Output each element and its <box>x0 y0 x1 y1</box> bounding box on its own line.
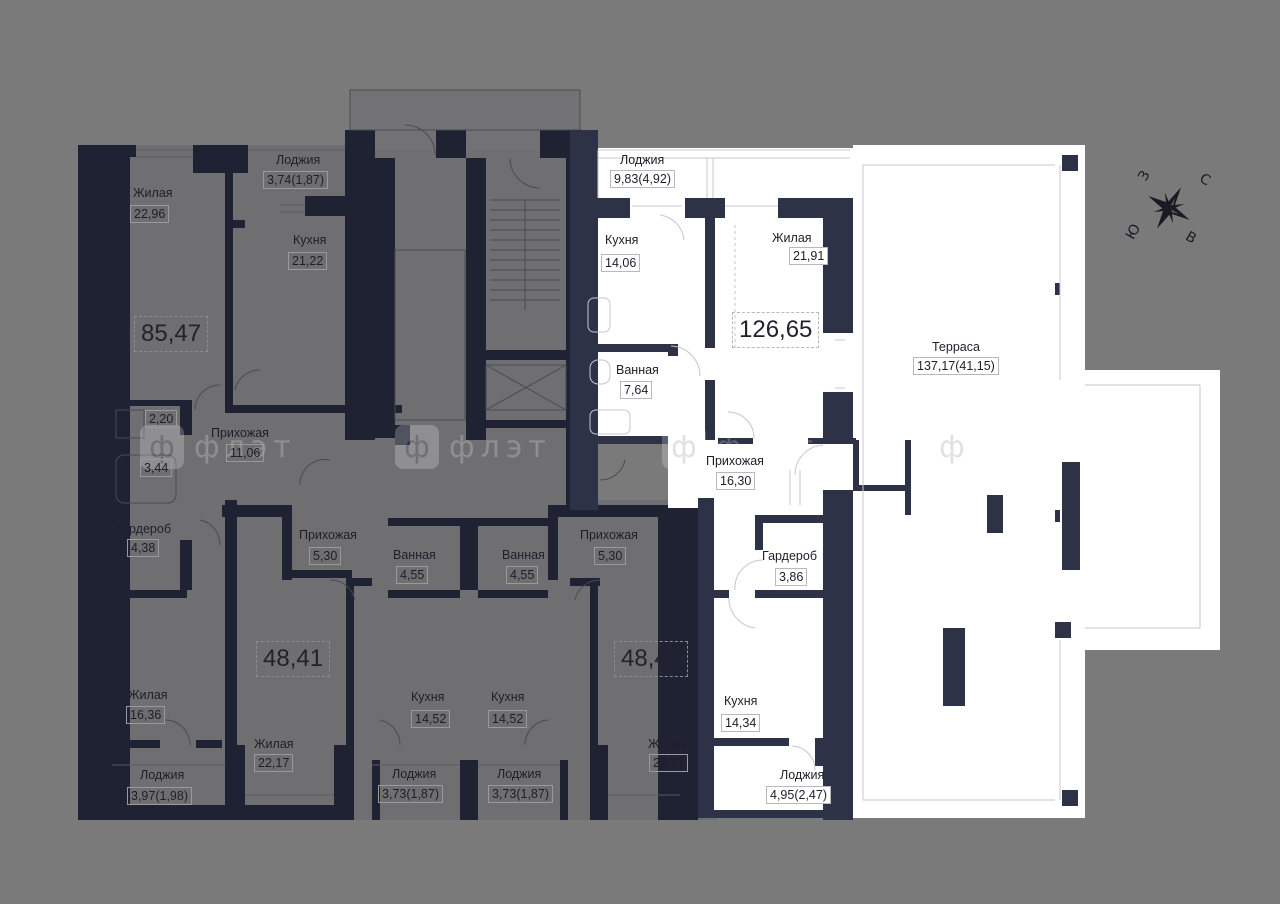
room-name: Ванная <box>393 548 436 562</box>
room-name: Жилая <box>254 737 294 751</box>
watermark-logo-icon: ф <box>930 425 974 469</box>
room-name: Кухня <box>491 690 525 704</box>
room-area: 3,86 <box>775 568 808 586</box>
room-area: 22,17 <box>649 754 689 772</box>
room-area: 16,30 <box>716 472 756 490</box>
stairwell-lines <box>115 89 626 746</box>
selected-apartment-details <box>587 149 1201 801</box>
loggia-rails <box>112 149 680 796</box>
room-area: 22,17 <box>254 754 294 772</box>
watermark-text: флэт <box>716 429 819 465</box>
room-area: 137,17(41,15) <box>913 357 999 375</box>
room-name: Жилая <box>772 231 812 245</box>
room-area: 14,34 <box>721 714 761 732</box>
room-area: 3,44 <box>140 459 173 477</box>
room-name: Лоджия <box>392 767 437 781</box>
watermark: ф флэт <box>662 425 819 469</box>
room-area: 5,30 <box>309 547 342 565</box>
room-area: 14,52 <box>411 710 451 728</box>
watermark-text: флэт <box>194 429 297 465</box>
room-area: 7,64 <box>620 381 653 399</box>
watermark-logo-icon: ф <box>140 425 184 469</box>
room-area: 4,55 <box>506 566 539 584</box>
room-area: 14,52 <box>488 710 528 728</box>
room-name: Жилая <box>128 688 168 702</box>
room-area: 3,74(1,87) <box>263 171 328 189</box>
room-name: Кухня <box>724 694 758 708</box>
room-area: 11,06 <box>226 444 265 462</box>
watermark: ф флэт <box>930 425 1087 469</box>
apartment-area-apt3[interactable]: 48,41 <box>256 641 331 677</box>
room-name: Жилая <box>133 186 173 200</box>
room-area: 3,97(1,98) <box>127 787 192 805</box>
room-name: Прихожая <box>299 528 357 542</box>
room-name: Гардероб <box>762 549 817 563</box>
room-area: 9,83(4,92) <box>610 170 675 188</box>
room-area: 5,30 <box>594 547 627 565</box>
room-area: 21,91 <box>789 247 829 265</box>
room-name: Кухня <box>411 690 445 704</box>
room-area: 4,38 <box>127 539 160 557</box>
room-area: 2,20 <box>145 410 178 428</box>
room-name: Лоджия <box>140 768 185 782</box>
room-name: Ванная <box>502 548 545 562</box>
room-name: Кухня <box>605 233 639 247</box>
room-name: Ванная <box>616 363 659 377</box>
room-area: 21,22 <box>288 252 328 270</box>
walls-left-block <box>78 130 698 820</box>
room-name: Прихожая <box>211 426 269 440</box>
room-name: Терраса <box>932 340 980 354</box>
selected-apartment-walls <box>570 130 1080 820</box>
room-area: 4,95(2,47) <box>766 786 831 804</box>
room-name: Гардероб <box>116 522 171 536</box>
room-name: Прихожая <box>706 454 764 468</box>
room-name: Прихожая <box>580 528 638 542</box>
room-area: 3,73(1,87) <box>378 785 443 803</box>
room-area: 16,36 <box>126 706 166 724</box>
room-name: Жилая <box>648 737 688 751</box>
room-name: Лоджия <box>780 768 825 782</box>
watermark-text: флэт <box>984 429 1087 465</box>
room-area: 3,73(1,87) <box>488 785 553 803</box>
apartment-area-apt4[interactable]: 48,41 <box>614 641 689 677</box>
apartment-area-apt2[interactable]: 126,65 <box>732 312 820 348</box>
room-area: 14,06 <box>601 254 641 272</box>
watermark: ф флэт <box>395 425 552 469</box>
room-name: Кухня <box>293 233 327 247</box>
watermark-logo-icon: ф <box>662 425 706 469</box>
watermark-logo-icon: ф <box>395 425 439 469</box>
compass-star-icon <box>1148 187 1190 229</box>
room-area: 22,96 <box>130 205 170 223</box>
room-name: Лоджия <box>620 153 665 167</box>
watermark-text: флэт <box>449 429 552 465</box>
compass-rose: З С Ю В <box>1122 168 1218 248</box>
room-name: Лоджия <box>497 767 542 781</box>
apartment-area-apt1[interactable]: 85,47 <box>134 316 209 352</box>
room-area: 4,55 <box>396 566 429 584</box>
room-name: Лоджия <box>276 153 321 167</box>
watermark: ф флэт <box>140 425 297 469</box>
